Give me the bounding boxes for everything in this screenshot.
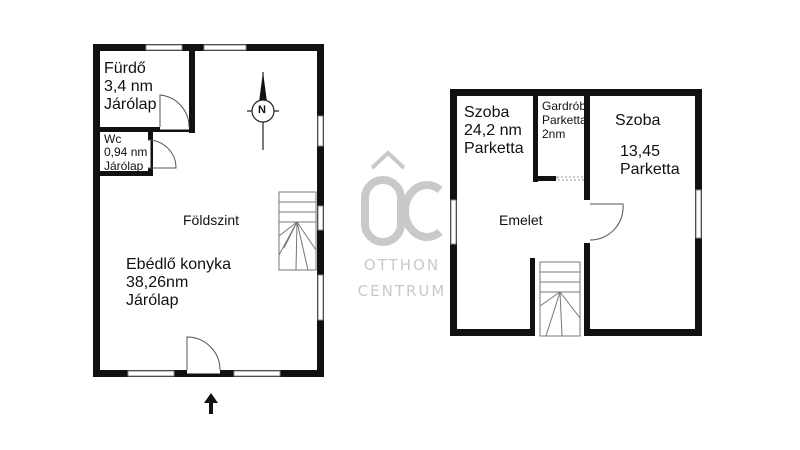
ground-floor-stairs: [278, 191, 317, 271]
room-small-name: Szoba: [615, 112, 661, 129]
room-name: Gardrób: [542, 99, 587, 113]
room-floor-type: Járólap: [104, 95, 157, 113]
compass-north-label: N: [258, 104, 266, 116]
wardrobe-label: Gardrób Parketta 2nm: [542, 99, 587, 141]
logo-text-centrum: CENTRUM: [357, 282, 447, 300]
ground-floor-windows: [127, 44, 324, 377]
dining-kitchen-label: Ebédlő konyka 38,26nm Járólap: [126, 256, 231, 310]
ground-floor-doors: [145, 94, 221, 374]
room-floor-type: Járólap: [126, 291, 179, 309]
otthon-centrum-logo: [361, 150, 443, 246]
room-area: 13,45: [620, 143, 661, 160]
upper-floor-label: Emelet: [499, 212, 543, 228]
bathroom-label: Fürdő 3,4 nm Járólap: [104, 60, 156, 114]
compass-icon: [247, 72, 279, 150]
room-floor-type: Parketta: [464, 139, 524, 157]
upper-floor-windows: [450, 189, 702, 245]
room-area: 24,2 nm: [464, 121, 522, 139]
room-area: 38,26nm: [126, 273, 189, 291]
room-area: 3,4 nm: [104, 77, 153, 95]
room-name: Szoba: [464, 104, 510, 121]
room-name: Fürdő: [104, 60, 146, 77]
room-floor-type: Járólap: [104, 158, 144, 173]
logo-text-otthon: OTTHON: [363, 256, 441, 274]
ground-floor-label: Földszint: [183, 212, 240, 228]
upper-floor-stairs: [539, 261, 581, 337]
room-floor-type: Parketta: [620, 160, 680, 178]
room-large-label: Szoba 24,2 nm Parketta: [464, 104, 524, 158]
entrance-arrow-icon: [204, 393, 218, 414]
room-name: Ebédlő konyka: [126, 256, 231, 273]
room-floor-type: Parketta: [542, 113, 587, 128]
room-name: Wc: [104, 132, 122, 146]
room-small-details: 13,45 Parketta: [620, 143, 680, 179]
wc-label: Wc 0,94 nm Járólap: [104, 132, 148, 173]
room-area: 2nm: [542, 127, 566, 142]
upper-floor-doors: [556, 176, 624, 241]
room-area: 0,94 nm: [104, 145, 148, 160]
